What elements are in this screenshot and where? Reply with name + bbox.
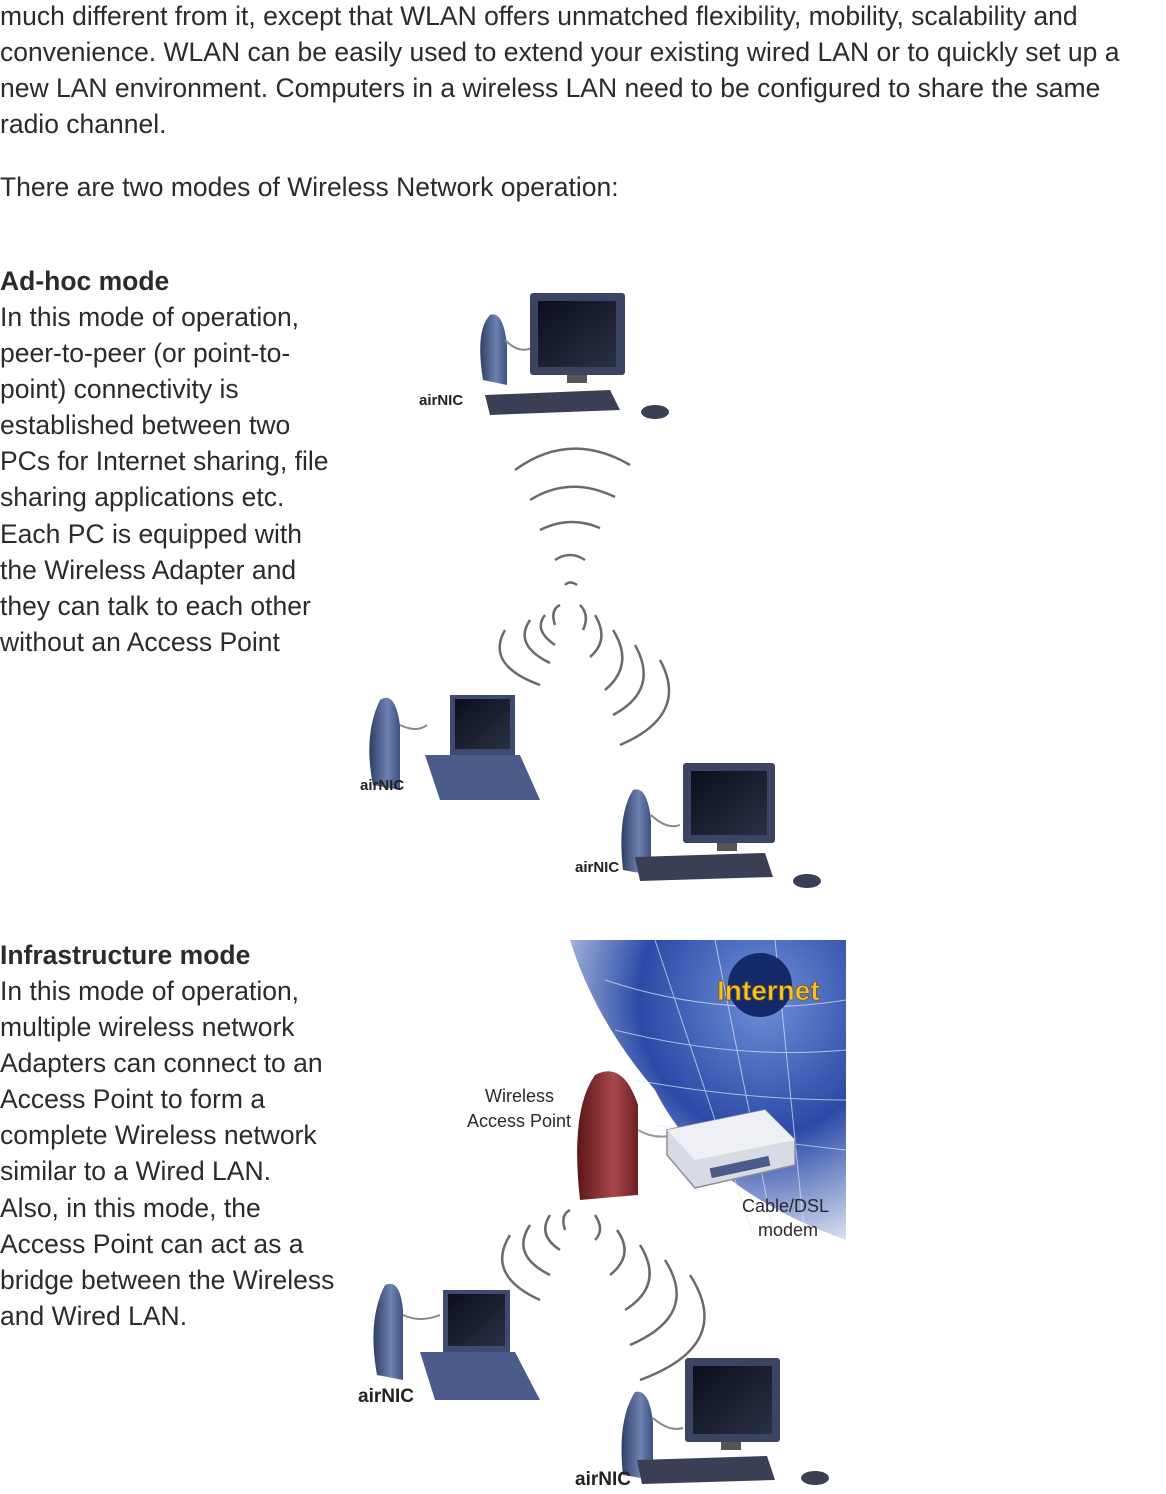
airnic-label: airNIC [360, 777, 404, 794]
laptop-keyboard [425, 755, 540, 800]
adapter-icon [480, 314, 507, 385]
modes-intro-sentence: There are two modes of Wireless Network … [0, 169, 1166, 205]
internet-label: Internet [717, 975, 820, 1006]
airnic-label: airNIC [575, 859, 619, 876]
intro-paragraph: much different from it, except that WLAN… [0, 0, 1166, 142]
radio-waves-left [502, 1210, 570, 1300]
monitor-screen [538, 301, 616, 367]
infrastructure-description: In this mode of operation, multiple wire… [0, 973, 335, 1334]
laptop-screen [455, 699, 510, 749]
access-point-icon [577, 1071, 638, 1200]
radio-waves-top [515, 449, 630, 585]
infrastructure-network-diagram: Internet Wireless Access Point Cable/DSL… [355, 940, 850, 1494]
desktop-computer-top: airNIC [419, 293, 669, 419]
adhoc-description: In this mode of operation, peer-to-peer … [0, 299, 345, 660]
monitor-screen [691, 771, 767, 835]
radio-waves-right [595, 1215, 704, 1380]
radio-waves-left [500, 605, 560, 685]
airnic-label: airNIC [575, 1469, 631, 1490]
adhoc-heading: Ad-hoc mode [0, 263, 169, 299]
adapter-icon [373, 1284, 403, 1380]
access-point-label-line2: Access Point [467, 1111, 571, 1131]
modem-label-line1: Cable/DSL [742, 1196, 829, 1216]
desktop-computer: airNIC [575, 1358, 829, 1490]
infrastructure-heading: Infrastructure mode [0, 937, 250, 973]
mouse-icon [793, 874, 821, 888]
laptop-screen [448, 1294, 505, 1346]
laptop-computer: airNIC [358, 1284, 540, 1407]
laptop-keyboard [420, 1352, 540, 1400]
keyboard-icon [485, 390, 620, 415]
mouse-icon [641, 405, 669, 419]
modem-label-line2: modem [758, 1220, 818, 1240]
adhoc-network-diagram: airNIC airNIC [355, 285, 835, 900]
access-point-label-line1: Wireless [485, 1086, 554, 1106]
mouse-icon [801, 1471, 829, 1485]
radio-waves-right [580, 605, 669, 745]
keyboard-icon [635, 853, 773, 881]
airnic-label: airNIC [358, 1386, 414, 1407]
airnic-label: airNIC [419, 392, 463, 409]
laptop-computer: airNIC [360, 695, 540, 800]
desktop-computer-bottom: airNIC [575, 763, 821, 888]
monitor-screen [693, 1366, 772, 1434]
keyboard-icon [637, 1456, 775, 1484]
